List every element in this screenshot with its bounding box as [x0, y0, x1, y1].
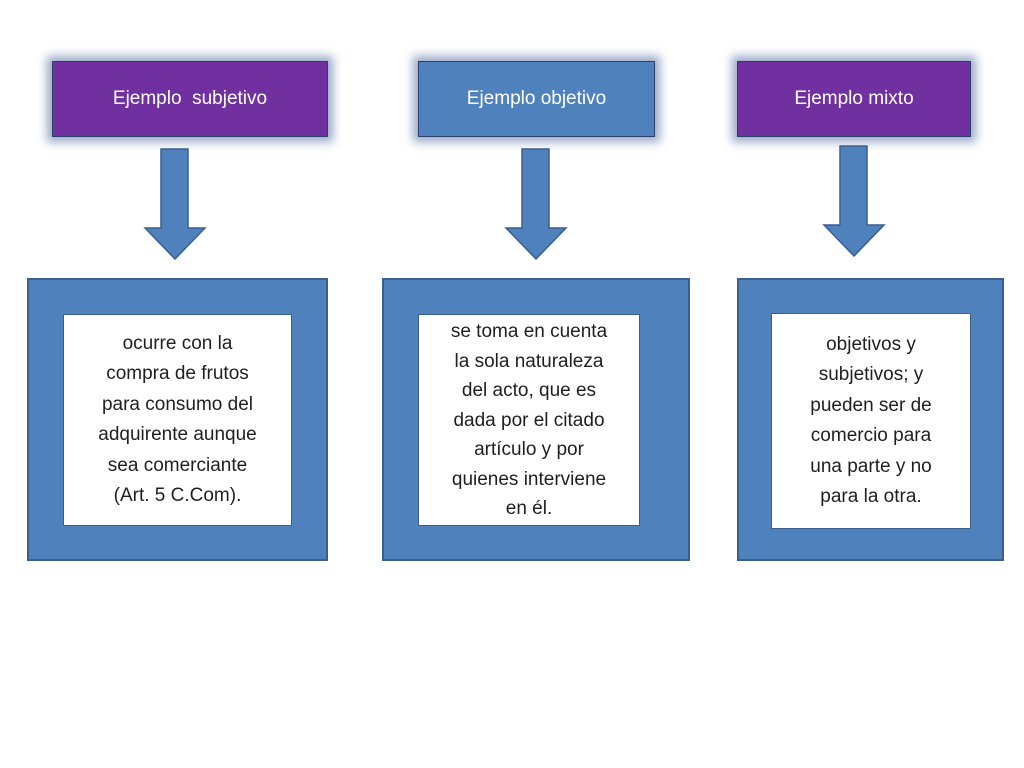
content-box-subjetivo: ocurre con la compra de frutos para cons… [27, 278, 328, 561]
header-objetivo-label: Ejemplo objetivo [466, 88, 607, 109]
content-text-subjetivo: ocurre con la compra de frutos para cons… [63, 314, 292, 526]
header-mixto-label: Ejemplo mixto [794, 88, 914, 109]
arrow-down-icon [822, 145, 886, 257]
header-mixto: Ejemplo mixto [737, 61, 971, 137]
header-subjetivo-label: Ejemplo subjetivo [112, 88, 268, 109]
content-text-mixto: objetivos y subjetivos; y pueden ser de … [771, 313, 971, 529]
header-objetivo: Ejemplo objetivo [418, 61, 655, 137]
header-subjetivo: Ejemplo subjetivo [52, 61, 328, 137]
arrow-down-icon [504, 148, 568, 260]
content-box-mixto: objetivos y subjetivos; y pueden ser de … [737, 278, 1004, 561]
content-box-objetivo: se toma en cuenta la sola naturaleza del… [382, 278, 690, 561]
content-text-objetivo: se toma en cuenta la sola naturaleza del… [418, 314, 640, 526]
arrow-down-icon [143, 148, 207, 260]
